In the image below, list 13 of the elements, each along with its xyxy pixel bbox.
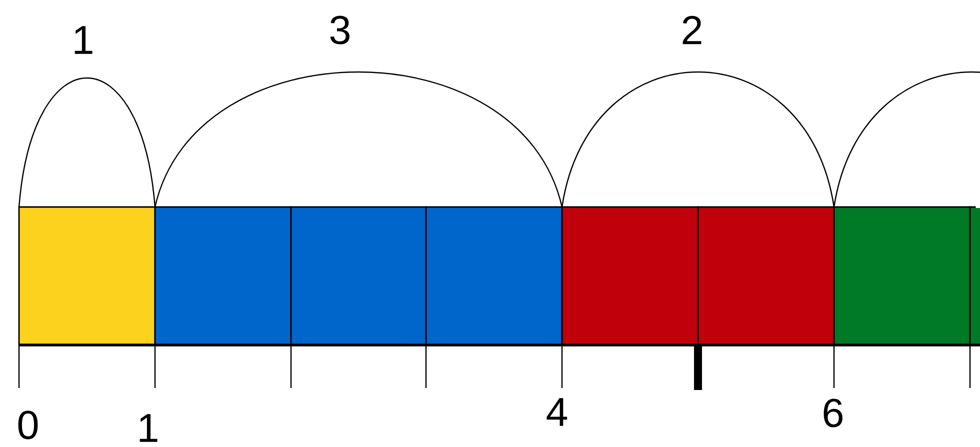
- bar-cell: [290, 206, 427, 346]
- bar-cell: [154, 206, 292, 346]
- axis-number: 6: [824, 398, 842, 428]
- axis-number: 0: [18, 410, 38, 440]
- bar-cell: [18, 206, 156, 346]
- jump-length: 2: [682, 16, 702, 44]
- axis-number: 1: [140, 414, 158, 442]
- bar-cell: [697, 206, 835, 346]
- bar-cell: [425, 206, 563, 346]
- jump-length: 1: [74, 26, 92, 54]
- bar-cell: [561, 206, 699, 346]
- jump-length: 3: [330, 16, 350, 44]
- axis-number: 4: [546, 398, 568, 426]
